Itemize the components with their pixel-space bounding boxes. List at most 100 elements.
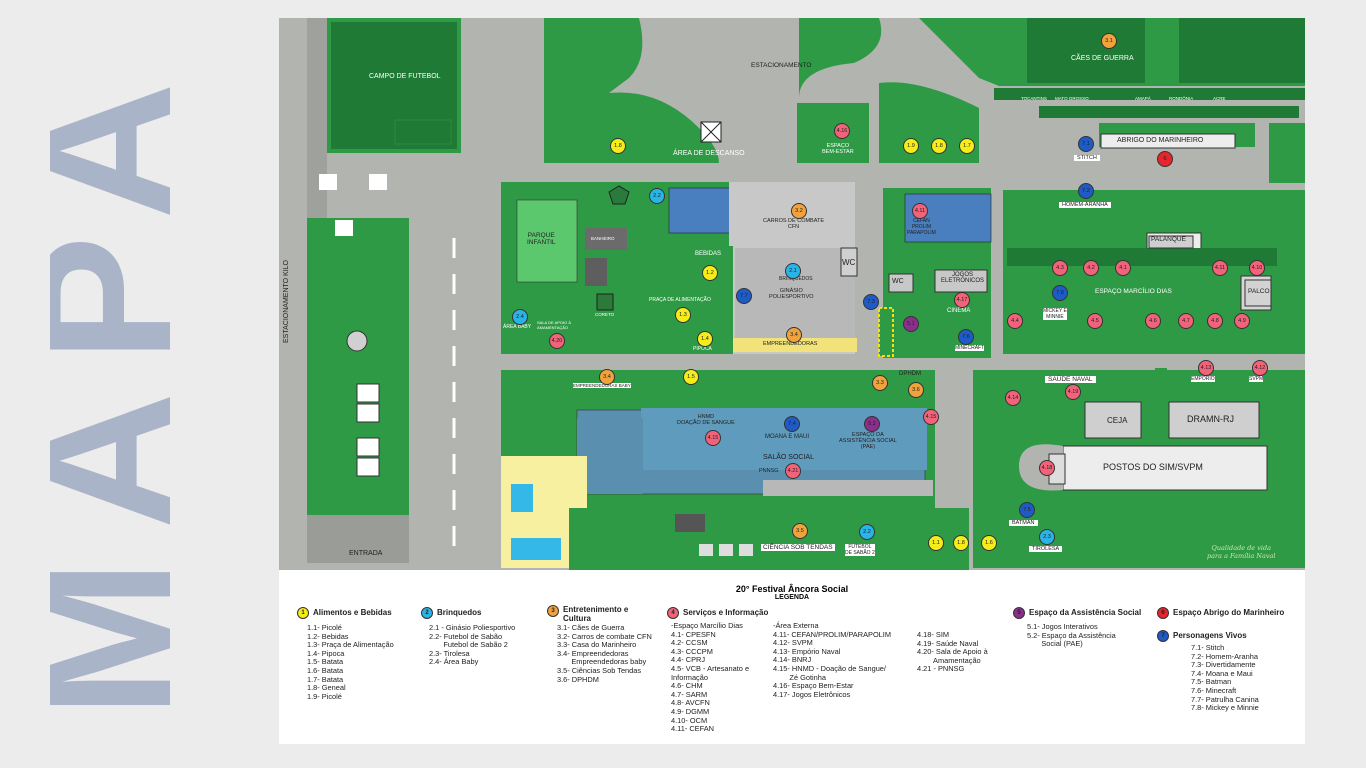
quality-label: Qualidade de vida para a Família Naval	[1207, 544, 1276, 560]
map-marker[interactable]: 7.2	[1078, 183, 1094, 199]
map-marker[interactable]: 7.6	[958, 329, 974, 345]
map-marker[interactable]: 1.5	[683, 369, 699, 385]
map-marker[interactable]: 3.1	[1101, 33, 1117, 49]
cyan-marker-icon: 2	[421, 607, 433, 619]
map-marker[interactable]: 4.13	[1198, 360, 1214, 376]
map-marker[interactable]: 4.2	[1083, 260, 1099, 276]
bem-estar-label: ESPAÇO BEM-ESTAR	[822, 143, 854, 155]
map-marker[interactable]: 4.11	[912, 203, 928, 219]
map-marker[interactable]: 4.21	[785, 463, 801, 479]
map-marker[interactable]: 4.11	[1212, 260, 1228, 276]
map-marker[interactable]: 5.1	[903, 316, 919, 332]
map-marker[interactable]: 4.15	[705, 430, 721, 446]
map-marker[interactable]: 1.7	[959, 138, 975, 154]
abrigo-marinheiro-box	[1100, 133, 1236, 149]
map-marker[interactable]: 4.16	[834, 123, 850, 139]
map-marker[interactable]: 4.4	[1007, 313, 1023, 329]
map-marker[interactable]: 4.19	[1065, 384, 1081, 400]
map-marker[interactable]: 4.18	[1039, 460, 1055, 476]
estacionamento-label: ESTACIONAMENTO	[751, 62, 812, 69]
empreendedoras-strip	[733, 338, 857, 352]
espaco-pae-label: ESPAÇO DA ASSISTÊNCIA SOCIAL (PAE)	[839, 432, 897, 450]
map-marker[interactable]: 4.20	[549, 333, 565, 349]
area-baby-label: ÁREA BABY	[503, 324, 532, 330]
map-marker[interactable]: 6	[1157, 151, 1173, 167]
map-marker[interactable]: 4.5	[1087, 313, 1103, 329]
map-marker[interactable]: 4.10	[1249, 260, 1265, 276]
map-marker[interactable]: 7.3	[863, 294, 879, 310]
map-marker[interactable]: 2.2	[649, 188, 665, 204]
festival-map: CAMPO DE FUTEBOL ESTACIONAMENTO ESTACION…	[279, 18, 1305, 570]
empreendedoras-baby-label: EMPREENDEDORAS BABY	[573, 383, 631, 388]
jogos-eletronicos-label: JOGOS ELETRÔNICOS	[941, 272, 985, 284]
legend-personagens-items: 7.1- Stitch 7.2- Homem-Aranha 7.3- Diver…	[1191, 643, 1259, 713]
map-marker[interactable]: 7.7	[736, 288, 752, 304]
bebidas-label: BEBIDAS	[695, 251, 722, 257]
legend-assistencia-items: 5.1- Jogos Interativos 5.2- Espaço da As…	[1027, 622, 1116, 649]
map-marker[interactable]: 7.1	[1078, 136, 1094, 152]
map-marker[interactable]: 4.1	[1115, 260, 1131, 276]
map-marker[interactable]: 1.2	[702, 265, 718, 281]
map-marker[interactable]: 1.9	[903, 138, 919, 154]
ceja-label: CEJA	[1107, 416, 1128, 425]
map-marker[interactable]: 3.4	[599, 369, 615, 385]
legend-servicos-items: -Espaço Marcílio Dias 4.1- CPESFN 4.2- C…	[671, 621, 750, 734]
map-marker[interactable]: 3.5	[792, 523, 808, 539]
map-marker[interactable]: 2.3	[1039, 529, 1055, 545]
abrigo-label: ABRIGO DO MARINHEIRO	[1117, 137, 1204, 144]
map-marker[interactable]: 1.1	[928, 535, 944, 551]
map-marker[interactable]: 1.6	[981, 535, 997, 551]
tocantins-label: TOCANTINS	[1021, 96, 1047, 101]
banheiro-label: BANHEIRO	[591, 236, 615, 241]
side-title: MAPA	[50, 52, 211, 717]
carros-combate-label: CARROS DE COMBATE CFN	[763, 218, 825, 230]
moana-label: MOANA E MAUI	[765, 434, 810, 440]
sala-apoio-label: SALA DE APOIO À AMAMENTAÇÃO	[537, 320, 572, 330]
map-marker[interactable]: 7.8	[1052, 285, 1068, 301]
map-marker[interactable]: 3.4	[786, 327, 802, 343]
map-marker[interactable]: 1.8	[931, 138, 947, 154]
minecraft-label: MINECRAFT	[955, 345, 985, 351]
map-marker[interactable]: 4.17	[954, 292, 970, 308]
palco-label: PALCO	[1248, 288, 1270, 295]
map-marker[interactable]: 4.8	[1207, 313, 1223, 329]
map-marker[interactable]: 4.14	[1005, 390, 1021, 406]
cefan-prolim-label: CEFAN PROLIM PARAPOLIM	[907, 218, 936, 236]
tirolesa-label: TIROLESA	[1029, 546, 1063, 552]
map-marker[interactable]: 1.8	[610, 138, 626, 154]
map-marker[interactable]: 1.4	[697, 331, 713, 347]
area-descanso-label: ÁREA DE DESCANSO	[673, 150, 745, 157]
map-marker[interactable]: 2.4	[512, 309, 528, 325]
map-marker[interactable]: 3.2	[791, 203, 807, 219]
map-marker[interactable]: 1.3	[675, 307, 691, 323]
map-marker[interactable]: 2.2	[859, 524, 875, 540]
map-marker[interactable]: 3.3	[872, 375, 888, 391]
map-marker[interactable]: 4.12	[1252, 360, 1268, 376]
map-marker[interactable]: 5.2	[864, 416, 880, 432]
map-marker[interactable]: 4.7	[1178, 313, 1194, 329]
batman-label: BATMAN	[1009, 520, 1038, 526]
map-marker[interactable]: 4.3	[1052, 260, 1068, 276]
pnnsg-label: PNNSG	[759, 468, 779, 474]
campo-futebol-label: CAMPO DE FUTEBOL	[369, 73, 441, 80]
map-marker[interactable]: 4.6	[1145, 313, 1161, 329]
map-marker[interactable]: 4.9	[1234, 313, 1250, 329]
entrada-label: ENTRADA	[349, 550, 383, 557]
map-marker[interactable]: 7.4	[784, 416, 800, 432]
saude-naval-label: SAÚDE NAVAL	[1045, 376, 1096, 383]
map-marker[interactable]: 3.6	[908, 382, 924, 398]
caes-de-guerra-field	[1027, 18, 1145, 83]
map-marker[interactable]: 4.15	[923, 409, 939, 425]
orange-marker-icon: 3	[547, 605, 559, 617]
map-marker[interactable]: 2.1	[785, 263, 801, 279]
pink-marker-icon: 4	[667, 607, 679, 619]
map-marker[interactable]: 1.8	[953, 535, 969, 551]
map-marker[interactable]: 7.5	[1019, 502, 1035, 518]
wellness-grass	[797, 103, 869, 163]
